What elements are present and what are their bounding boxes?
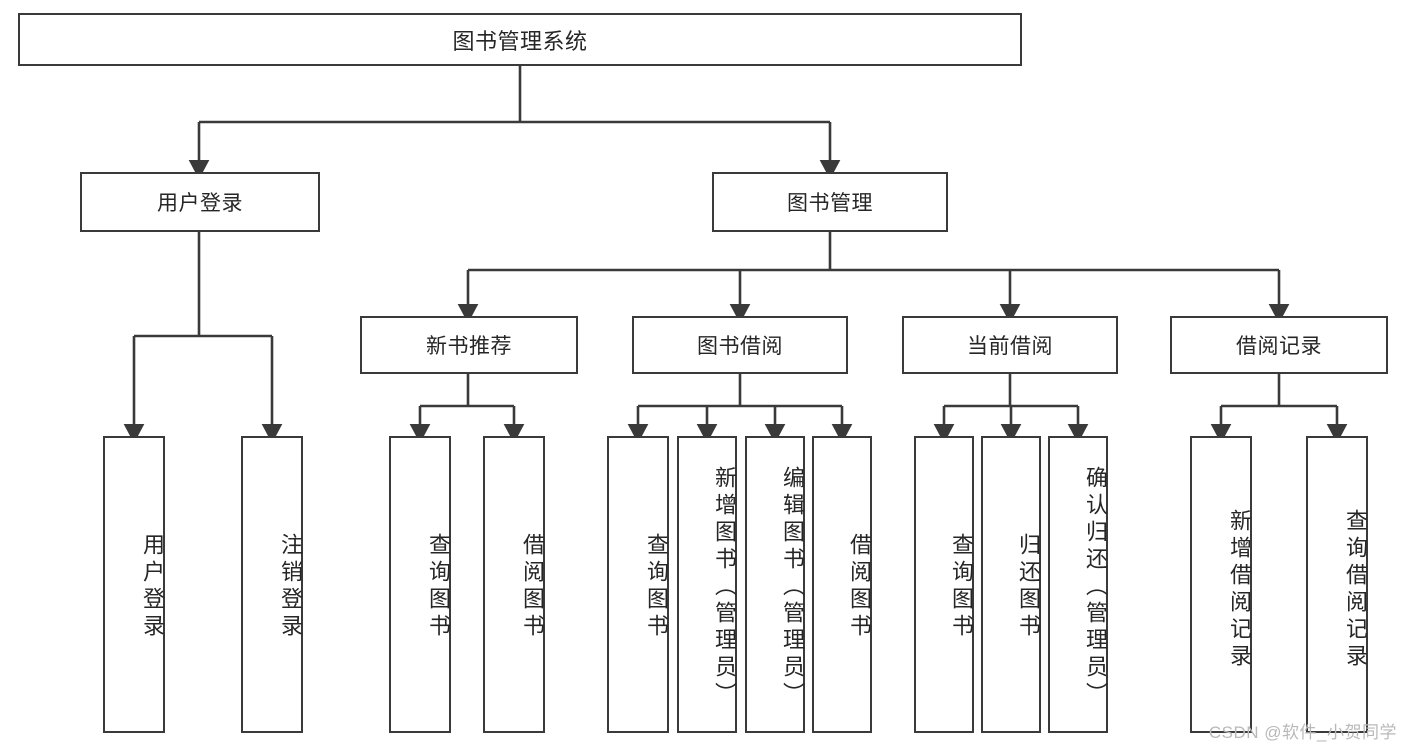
leaf-user-login[interactable]: 用户登录 <box>103 436 165 733</box>
node-book-management[interactable]: 图书管理 <box>712 172 948 232</box>
node-user-login[interactable]: 用户登录 <box>80 172 320 232</box>
node-root-system[interactable]: 图书管理系统 <box>18 13 1022 66</box>
leaf-add-borrow-record[interactable]: 新增借阅记录 <box>1190 436 1252 733</box>
leaf-query-borrow-record[interactable]: 查询借阅记录 <box>1306 436 1368 733</box>
leaf-add-book-admin[interactable]: 新增图书（管理员） <box>677 436 737 733</box>
node-new-book-recommend[interactable]: 新书推荐 <box>360 316 578 374</box>
leaf-confirm-return-admin[interactable]: 确认归还（管理员） <box>1048 436 1108 733</box>
node-borrow-record[interactable]: 借阅记录 <box>1170 316 1388 374</box>
watermark: CSDN @软件_小贺同学 <box>1208 723 1397 742</box>
leaf-query-book-current[interactable]: 查询图书 <box>914 436 974 733</box>
node-current-borrow[interactable]: 当前借阅 <box>902 316 1118 374</box>
node-book-borrow[interactable]: 图书借阅 <box>632 316 848 374</box>
leaf-edit-book-admin[interactable]: 编辑图书（管理员） <box>745 436 805 733</box>
leaf-borrow-book[interactable]: 借阅图书 <box>812 436 872 733</box>
leaf-return-book[interactable]: 归还图书 <box>981 436 1041 733</box>
leaf-query-book-borrow[interactable]: 查询图书 <box>607 436 669 733</box>
leaf-borrow-book-recommend[interactable]: 借阅图书 <box>483 436 545 733</box>
leaf-query-book-recommend[interactable]: 查询图书 <box>389 436 451 733</box>
leaf-logout[interactable]: 注销登录 <box>241 436 303 733</box>
